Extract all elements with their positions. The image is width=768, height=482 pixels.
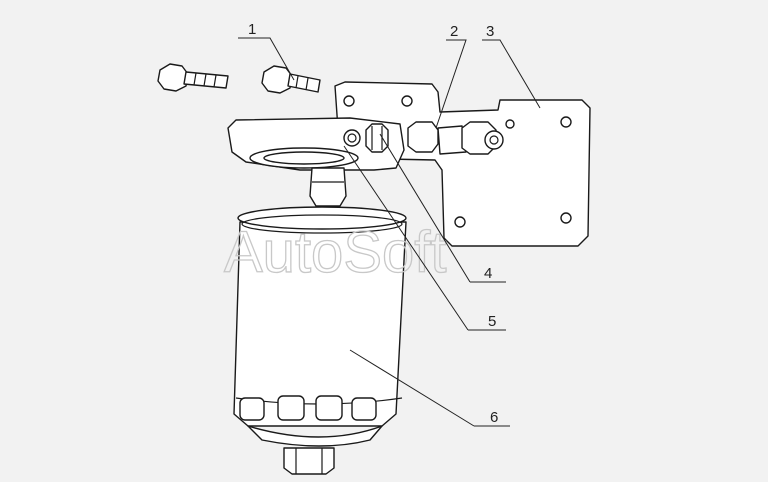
- callout-5: 5: [488, 313, 496, 330]
- bolt-left: [157, 63, 229, 92]
- filter-head: [227, 117, 405, 207]
- callout-2: 2: [450, 23, 458, 40]
- callout-4: 4: [484, 265, 492, 282]
- fittings: [365, 121, 504, 155]
- callout-3: 3: [486, 23, 494, 40]
- leader-lines: [238, 37, 541, 427]
- filter-cartridge: [233, 206, 407, 475]
- watermark-text: AutoSoft: [224, 220, 446, 285]
- callout-1: 1: [248, 21, 256, 38]
- mounting-bracket: [334, 81, 591, 247]
- callout-6: 6: [490, 409, 498, 426]
- bolt-right: [261, 65, 321, 94]
